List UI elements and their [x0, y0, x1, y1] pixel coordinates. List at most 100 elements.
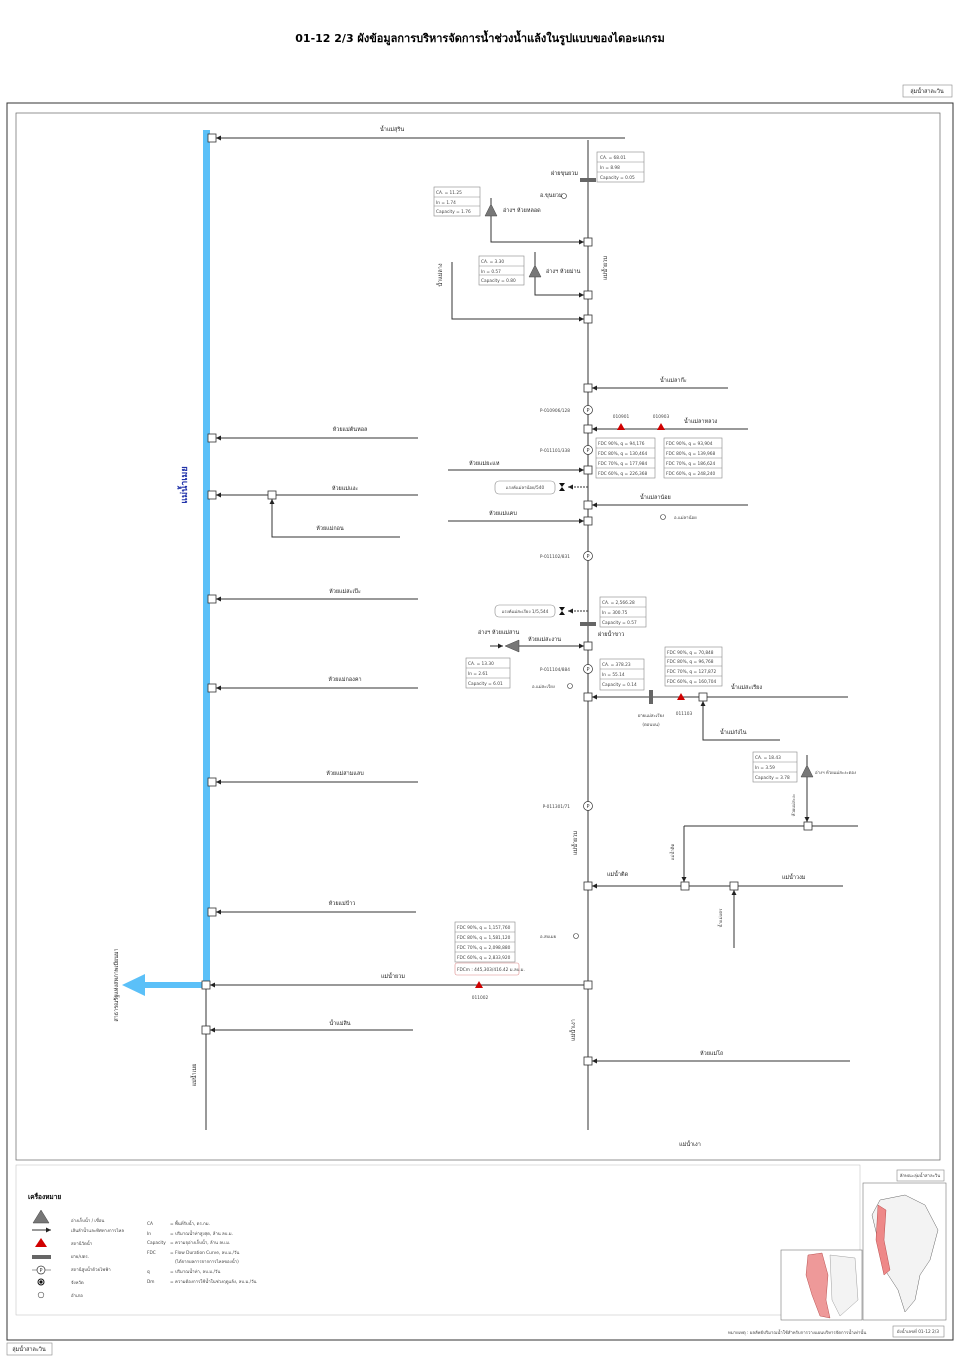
svg-text:อ่างฯ ห้วยแม่สาน: อ่างฯ ห้วยแม่สาน: [478, 629, 519, 636]
svg-text:In: In: [147, 1231, 151, 1237]
svg-text:011002: 011002: [472, 995, 489, 1001]
svg-text:แม่น้ำเงา: แม่น้ำเงา: [569, 1019, 577, 1041]
svg-text:(ตอนบน): (ตอนบน): [642, 722, 660, 728]
svg-text:อ่างฯ ห้วยม่าน: อ่างฯ ห้วยม่าน: [546, 268, 581, 275]
weir-nam-khao: ฝายน้ำขาว CA. = 2,566.28 In = 300.75Capac…: [580, 596, 647, 638]
svg-text:Dm: Dm: [147, 1279, 155, 1285]
trib-mae-sariang: น้ำแม่สะเรียง ฝายแม่สะเรียง(ตอนบน) 01110…: [592, 646, 848, 741]
trib-mae-la-noi-label: น้ำแม่ลาน้อย: [640, 493, 671, 501]
svg-text:P-011104/884: P-011104/884: [540, 667, 570, 673]
svg-text:In = 300.75: In = 300.75: [602, 610, 628, 616]
gauge-mae-la-noi: แรงค์แม่ลาน้อย/540: [494, 480, 588, 495]
trib-mae-lang: [451, 262, 584, 322]
svg-text:ห้วยแม่สะเป๊ะ: ห้วยแม่สะเป๊ะ: [329, 588, 361, 595]
svg-text:FDC 90%, q = 70,848: FDC 90%, q = 70,848: [667, 650, 714, 656]
svg-text:แม่น้ำเมย: แม่น้ำเมย: [177, 466, 190, 503]
svg-text:P-011101/338: P-011101/338: [540, 448, 570, 454]
svg-text:FDC 80%, q = 130,464: FDC 80%, q = 130,464: [598, 451, 648, 457]
svg-text:Capacity = 0.57: Capacity = 0.57: [602, 620, 637, 626]
svg-text:น้ำแม่ลาหลวง: น้ำแม่ลาหลวง: [684, 417, 718, 425]
svg-text:อ่างฯ ห้วยแม่สะงะตอง: อ่างฯ ห้วยแม่สะงะตอง: [815, 770, 856, 776]
svg-text:FDCm : 445,303/416.42 ม.ลบ.ม.: FDCm : 445,303/416.42 ม.ลบ.ม.: [457, 967, 525, 973]
svg-text:FDC 80%, q = 96,768: FDC 80%, q = 96,768: [667, 659, 714, 665]
svg-text:P: P: [39, 1268, 42, 1274]
svg-text:FDC 60%, q = 2,833,920: FDC 60%, q = 2,833,920: [457, 955, 511, 961]
svg-text:CA. = 378.23: CA. = 378.23: [602, 662, 631, 668]
district-mae-la-noi: อ.แม่ลาน้อย: [674, 515, 697, 521]
svg-text:แรงค์แม่สะเรียง 1/5,544: แรงค์แม่สะเรียง 1/5,544: [502, 609, 549, 615]
bottom-basin-tag: ลุ่มน้ำสาละวิน: [6, 1342, 53, 1356]
svg-text:น้ำแม่แตร: น้ำแม่แตร: [717, 908, 724, 928]
district-khun-yuam: อ.ขุนยวม: [540, 193, 563, 199]
svg-text:ห้วยแม่ป้าว: ห้วยแม่ป้าว: [329, 900, 356, 907]
svg-text:FDC 90%, q = 94,176: FDC 90%, q = 94,176: [598, 441, 645, 447]
district-icon: [660, 514, 666, 520]
district-icon: [561, 193, 567, 199]
junction-nodes-yuam: [583, 237, 593, 1066]
svg-text:น้ำแม่สิน: น้ำแม่สิน: [329, 1019, 350, 1027]
pump-stations: P P-010906/128 P P-011101/338 P P-011102/83…: [540, 405, 593, 811]
svg-text:ห้วยแม่แงะ: ห้วยแม่แงะ: [332, 485, 358, 492]
svg-text:= ความจุอ่างเก็บน้ำ, ล้าน ลบ.ม: = ความจุอ่างเก็บน้ำ, ล้าน ลบ.ม.: [170, 1238, 230, 1246]
svg-text:แม่น้ำยวม: แม่น้ำยวม: [601, 256, 609, 280]
trib-mae-lang-label: น้ำแม่ลาง: [436, 263, 444, 286]
trib-huai-mae-tho-label: ห้วยแม่โถ: [700, 1049, 723, 1057]
district-icon: [573, 933, 579, 939]
province-icon: [37, 1278, 45, 1286]
pump-station-icon: P: [32, 1265, 51, 1275]
svg-text:P: P: [586, 408, 589, 414]
svg-text:010901: 010901: [613, 414, 630, 420]
reservoir-icon: [32, 1209, 50, 1224]
district-sop-moei: อ.สบเมย: [540, 934, 557, 940]
svg-text:FDC 60%, q = 160,704: FDC 60%, q = 160,704: [667, 679, 717, 685]
svg-text:P-010906/128: P-010906/128: [540, 408, 570, 414]
svg-text:FDC 60%, q = 248,240: FDC 60%, q = 248,240: [666, 471, 716, 477]
svg-text:สถานีวัดน้ำ: สถานีวัดน้ำ: [71, 1240, 92, 1247]
svg-text:แรงค์แม่ลาน้อย/540: แรงค์แม่ลาน้อย/540: [506, 485, 545, 491]
hourglass-icon: [559, 483, 565, 491]
svg-text:แม่น้ำยวม: แม่น้ำยวม: [381, 972, 405, 980]
trib-mae-la-ko-label: น้ำแม่ลาก๊ะ: [660, 376, 687, 384]
svg-text:CA. = 68.01: CA. = 68.01: [600, 155, 626, 161]
svg-text:In = 1.74: In = 1.74: [436, 200, 456, 206]
svg-text:Capacity = 0.80: Capacity = 0.80: [481, 278, 516, 284]
svg-text:เส้นลำน้ำและทิศทางการไหล: เส้นลำน้ำและทิศทางการไหล: [71, 1227, 124, 1234]
svg-text:ห้วยแม่สามแลบ: ห้วยแม่สามแลบ: [326, 770, 364, 777]
svg-text:In = 8.98: In = 8.98: [600, 165, 620, 171]
svg-text:อ่างเก็บน้ำ / เขื่อน: อ่างเก็บน้ำ / เขื่อน: [71, 1216, 104, 1224]
svg-text:สถานีสูบน้ำด้วยไฟฟ้า: สถานีสูบน้ำด้วยไฟฟ้า: [71, 1266, 111, 1273]
svg-text:จังหวัด: จังหวัด: [71, 1280, 84, 1286]
svg-text:In = 55.14: In = 55.14: [602, 672, 625, 678]
svg-text:CA. = 2,566.28: CA. = 2,566.28: [602, 600, 635, 606]
svg-text:FDC 90%, q = 1,157,760: FDC 90%, q = 1,157,760: [457, 925, 511, 931]
svg-text:Capacity = 3.78: Capacity = 3.78: [755, 775, 790, 781]
svg-text:P-011102/831: P-011102/831: [540, 554, 570, 560]
svg-text:P: P: [586, 554, 589, 560]
svg-text:ห้วยแม่สะงาน: ห้วยแม่สะงาน: [528, 636, 561, 643]
svg-text:FDC 80%, q = 1,581,120: FDC 80%, q = 1,581,120: [457, 935, 511, 941]
trib-huai-yahae-label: ห้วยแม่ยะแห: [469, 460, 500, 467]
footer-note: หมายเหตุ : ผลลัพธ์ปริมาณน้ำใช้สำหรับการว…: [728, 1329, 866, 1336]
svg-text:แม่น้ำวงม: แม่น้ำวงม: [782, 873, 806, 881]
svg-text:ห้วยแม่ต้นหอล: ห้วยแม่ต้นหอล: [333, 426, 368, 433]
svg-text:แม่น้ำเมย: แม่น้ำเมย: [190, 1064, 198, 1087]
reservoir-huai-mae-san: อ่างฯ ห้วยแม่สาน ห้วยแม่สะงาน CA. = 13.3…: [465, 629, 584, 689]
svg-text:Capacity = 1.76: Capacity = 1.76: [436, 209, 471, 215]
left-tributaries: น้ำแม่สุริน ห้วยแม่ต้นหอล ห้วยแม่แงะ ห้ว…: [210, 125, 625, 1033]
svg-text:In = 3.59: In = 3.59: [755, 765, 775, 771]
svg-text:ฝายน้ำขาว: ฝายน้ำขาว: [598, 630, 624, 638]
junction-nodes-main: [201, 133, 277, 1035]
svg-text:FDC 70%, q = 186,624: FDC 70%, q = 186,624: [666, 461, 716, 467]
hourglass-icon: [559, 607, 565, 615]
svg-text:= Flow Duration Curve, ลบ.ม./ว: = Flow Duration Curve, ลบ.ม./วัน: [170, 1250, 239, 1256]
svg-text:P: P: [586, 667, 589, 673]
svg-text:= พื้นที่รับน้ำ, ตร.กม.: = พื้นที่รับน้ำ, ตร.กม.: [170, 1220, 210, 1227]
svg-text:P: P: [586, 804, 589, 810]
svg-text:สาธารณรัฐแห่งสหภาพเมียนมา: สาธารณรัฐแห่งสหภาพเมียนมา: [113, 948, 120, 1021]
